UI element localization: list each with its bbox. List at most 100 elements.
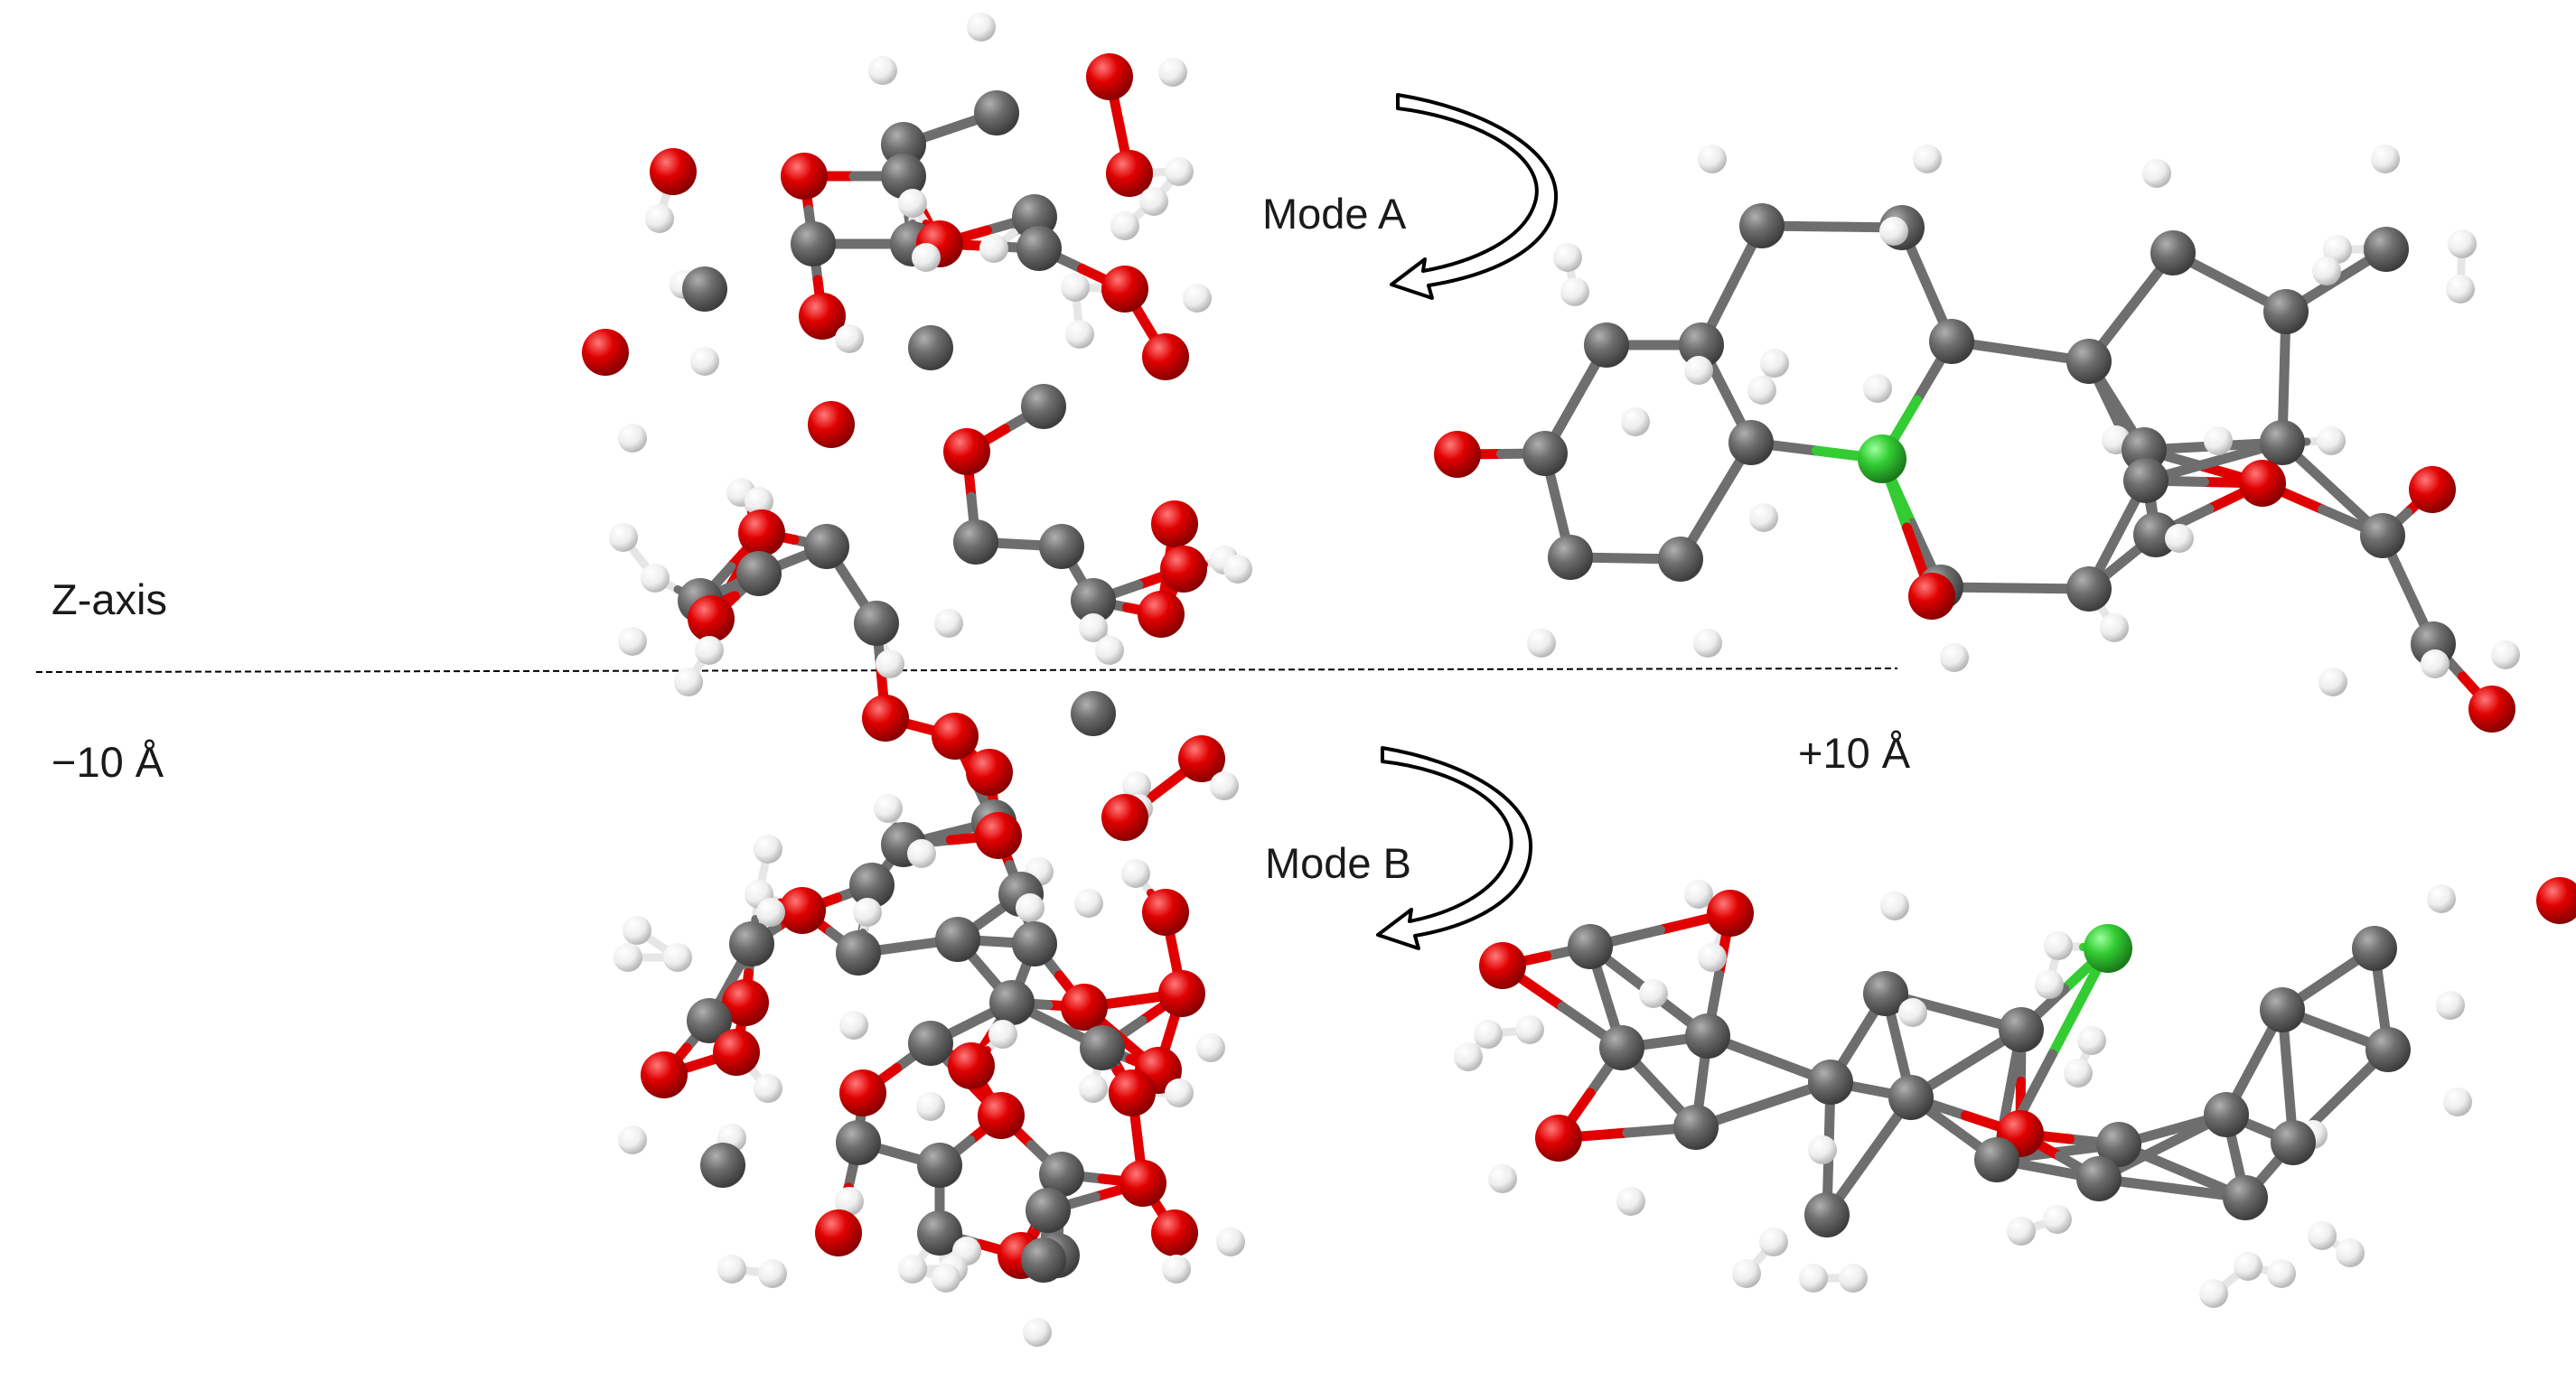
carbon-atom (1974, 1137, 2019, 1182)
oxygen-atom (943, 428, 990, 475)
carbon-atom (1685, 1013, 1730, 1059)
oxygen-atom (1160, 546, 1207, 593)
oxygen-atom (815, 1209, 862, 1256)
chlorine-atom (1858, 434, 1906, 483)
carbon-atom (854, 601, 899, 646)
carbon-atom (1728, 420, 1774, 465)
hydrogen-atom (2312, 257, 2341, 285)
hydrogen-atom (839, 1011, 868, 1040)
carbon-atom (2260, 420, 2305, 465)
curved-arrow-icon (1376, 746, 1533, 950)
cyclodextrin-model (582, 13, 1252, 1347)
oxygen-atom (738, 509, 785, 556)
hydrogen-atom (754, 1074, 782, 1103)
carbon-atom (1021, 1237, 1066, 1283)
carbon-atom (700, 1143, 745, 1188)
chlorine-atom (2084, 924, 2132, 973)
mode-b-label: Mode B (1265, 839, 1411, 887)
oxygen-atom (839, 1069, 886, 1116)
hydrogen-atom (2371, 145, 2400, 173)
hydrogen-atom (1183, 284, 1212, 313)
hydrogen-atom (868, 56, 897, 85)
carbon-atom (1929, 319, 1974, 364)
hydrogen-atom (1693, 629, 1722, 658)
carbon-atom (2204, 1092, 2249, 1137)
hydrogen-atom (663, 943, 692, 972)
hydrogen-atom (758, 1259, 787, 1288)
carbon-atom (729, 921, 774, 966)
carbon-atom (736, 551, 782, 596)
carbon-atom (1021, 384, 1066, 429)
hydrogen-atom (2142, 159, 2171, 188)
hydrogen-atom (1079, 1074, 1108, 1103)
carbon-atom (1016, 226, 1062, 271)
hydrogen-atom (618, 424, 647, 453)
hydrogen-atom (1621, 407, 1650, 436)
hydrogen-atom (2336, 1238, 2365, 1267)
carbon-atom (1999, 1007, 2044, 1052)
carbon-atom (1739, 203, 1784, 248)
oxygen-atom (722, 979, 769, 1026)
carbon-atom (1804, 1192, 1850, 1237)
hydrogen-atom (912, 243, 941, 272)
carbon-atom (1548, 535, 1593, 580)
oxygen-atom (1707, 890, 1754, 937)
oxygen-atom (1479, 942, 1526, 989)
carbon-atom (2263, 289, 2309, 334)
carbon-atom (1071, 691, 1116, 736)
oxygen-atom (1434, 431, 1481, 478)
hydrogen-atom (1747, 376, 1776, 405)
z-axis-label: Z-axis (52, 575, 167, 623)
hydrogen-atom (717, 1255, 746, 1284)
hydrogen-atom (1760, 349, 1789, 378)
oxygen-atom (781, 153, 828, 200)
oxygen-atom (1151, 500, 1198, 547)
oxygen-atom (1158, 970, 1205, 1017)
hydrogen-atom (2427, 884, 2456, 913)
carbon-atom (1888, 1075, 1934, 1120)
carbon-atom (953, 519, 998, 565)
hydrogen-atom (907, 839, 936, 868)
carbon-atom (1658, 537, 1703, 582)
hydrogen-atom (1839, 1264, 1868, 1293)
hydrogen-atom (623, 916, 651, 945)
hydrogen-atom (835, 324, 864, 353)
carbon-atom (804, 524, 849, 569)
hydrogen-atom (1165, 1079, 1194, 1107)
carbon-atom (1599, 1025, 1644, 1070)
carbon-atom (2066, 566, 2112, 612)
carbon-atom (1679, 322, 1724, 368)
oxygen-atom (799, 293, 846, 340)
hydrogen-atom (1863, 374, 1892, 403)
oxygen-atom (1109, 1069, 1156, 1116)
hydrogen-atom (1061, 273, 1090, 302)
carbon-atom (1039, 524, 1084, 569)
hydrogen-atom (2043, 1205, 2072, 1234)
carbon-atom (2271, 1120, 2316, 1165)
hydrogen-atom (2267, 1259, 2296, 1288)
carbon-atom (2066, 339, 2112, 384)
carbon-atom (2223, 1175, 2268, 1220)
hydrogen-atom (1560, 277, 1589, 306)
hydrogen-atom (1016, 893, 1044, 922)
oxygen-atom (688, 595, 735, 642)
hydrogen-atom (1553, 243, 1582, 272)
oxygen-atom (1138, 591, 1185, 638)
carbon-atom (687, 998, 732, 1043)
hydrogen-atom (1095, 636, 1124, 665)
carbon-atom (849, 863, 895, 908)
carbon-atom (974, 90, 1019, 135)
hydrogen-atom (2323, 235, 2352, 264)
oxygen-atom (2409, 466, 2456, 513)
hydrogen-atom (690, 347, 719, 376)
hydrogen-atom (2204, 426, 2233, 455)
hydrogen-atom (1698, 943, 1727, 972)
hydrogen-atom (1216, 1228, 1245, 1256)
oxygen-atom (1178, 735, 1225, 782)
carbon-atom (2365, 1027, 2411, 1072)
oxygen-atom (1101, 266, 1148, 313)
hydrogen-atom (2436, 991, 2465, 1020)
oxygen-atom (1106, 150, 1153, 197)
curved-arrow-icon (1390, 93, 1559, 300)
